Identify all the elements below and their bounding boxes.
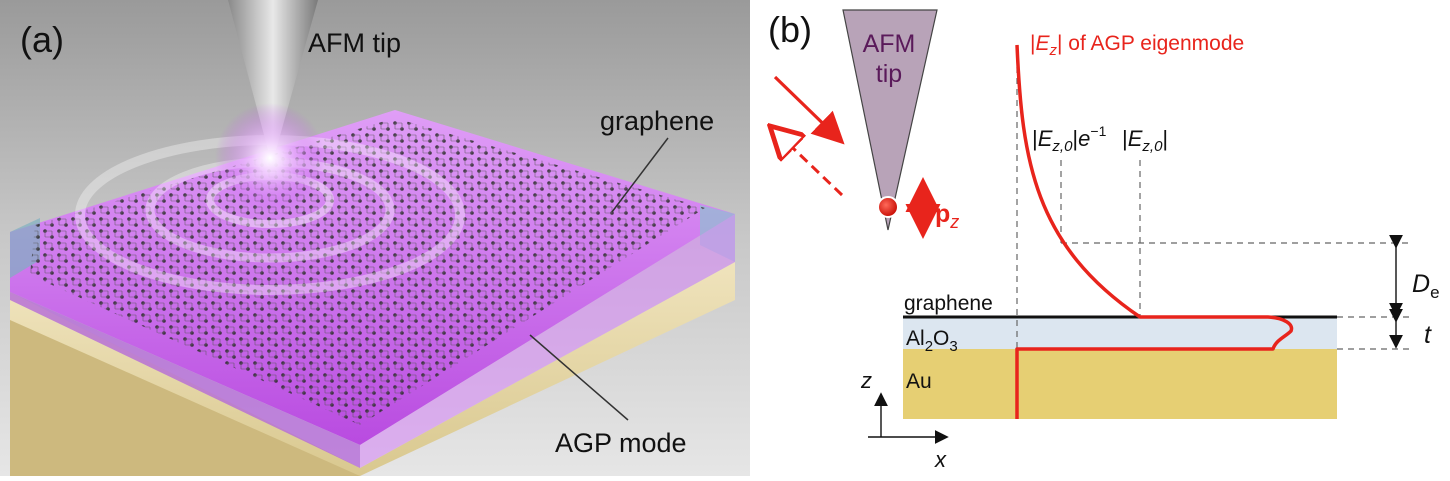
- graphene-layer-label: graphene: [904, 292, 993, 315]
- de-label: De: [1412, 270, 1440, 302]
- agp-mode-label: AGP mode: [555, 428, 687, 458]
- afm-tip-label: AFM tip: [308, 28, 401, 58]
- field-profile-curve: [1015, 44, 1294, 419]
- panel-a-label: (a): [20, 19, 64, 60]
- graphene-label: graphene: [600, 106, 714, 136]
- tip-label-line2: tip: [876, 60, 902, 88]
- tip-glow: [215, 103, 325, 213]
- au-layer: [903, 349, 1337, 419]
- afm-tip-schematic: [842, 9, 938, 231]
- ez0-label: |Ez,0|: [1122, 126, 1168, 155]
- ez0-e-label: |Ez,0|e−1: [1032, 123, 1107, 155]
- panel-b-label: (b): [768, 9, 812, 50]
- gold-substrate-right: [360, 262, 735, 476]
- au-layer-label: Au: [906, 370, 932, 393]
- dipole-dot: [877, 196, 899, 218]
- panel-a-illustration: (a) AFM tip graphene AGP mode: [0, 0, 750, 476]
- x-axis-label: x: [934, 447, 947, 472]
- scattered-light-arrow: [772, 128, 844, 197]
- incident-light-arrow: [773, 75, 845, 145]
- t-label: t: [1424, 321, 1432, 349]
- al2o3-layer-label: Al2O3: [906, 327, 958, 355]
- tip-label-line1: AFM: [863, 30, 916, 58]
- panel-b-schematic: (b) AFM tip pz graphene Al2O3 Au |Ez| of…: [760, 0, 1450, 476]
- al2o3-layer: [903, 318, 1337, 349]
- field-curve-label: |Ez| of AGP eigenmode: [1030, 32, 1244, 59]
- dipole-label: pz: [935, 200, 959, 232]
- graphene-leader-line: [611, 137, 669, 213]
- agp-mode-leader-line: [529, 334, 629, 421]
- z-axis-label: z: [860, 368, 872, 393]
- graphene-sheet: [30, 118, 705, 425]
- afm-tip-cone: [228, 0, 318, 150]
